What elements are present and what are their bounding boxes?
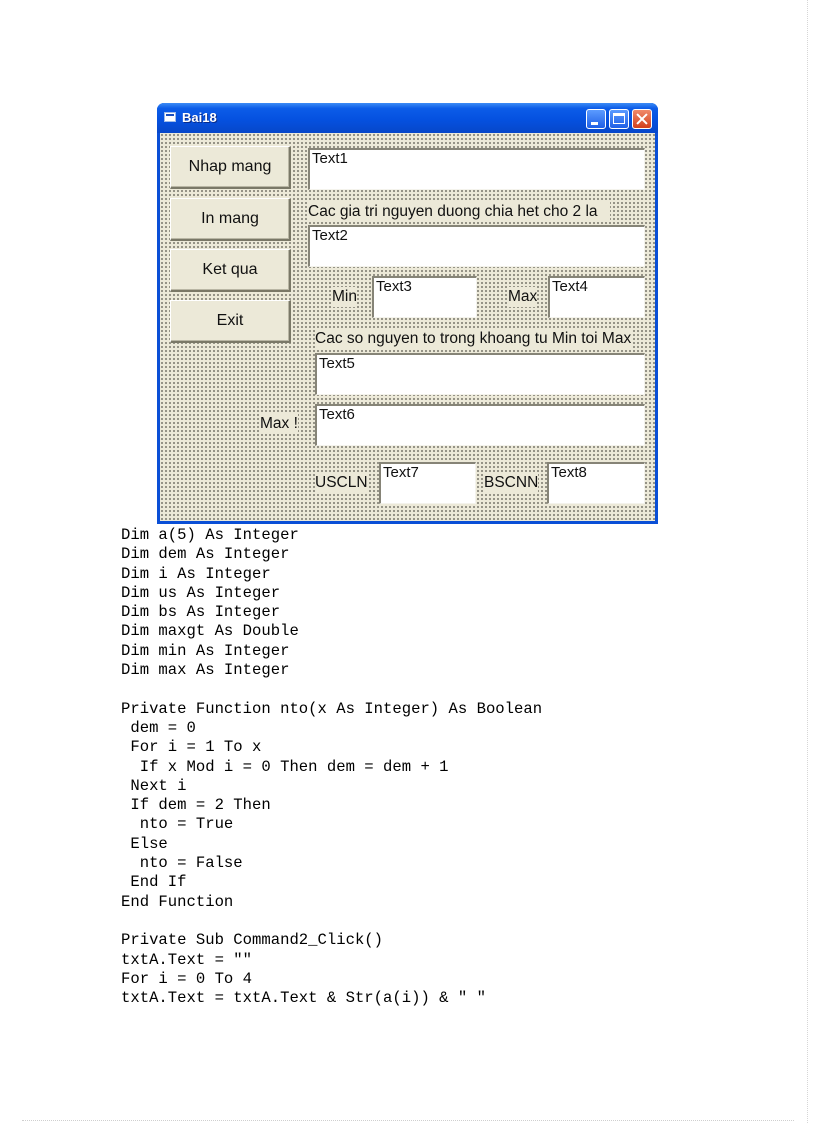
code-line: Dim dem As Integer (121, 545, 290, 564)
code-line: nto = False (121, 854, 243, 873)
code-line: Dim maxgt As Double (121, 622, 299, 641)
form-client-area: Nhap mang In mang Ket qua Exit Text1 Cac… (160, 133, 655, 521)
code-line: nto = True (121, 815, 234, 834)
form-window: Bai18 Nhap mang In mang Ket qua Exit Tex… (157, 103, 658, 524)
primes-label: Cac so nguyen to trong khoang tu Min toi… (315, 329, 632, 349)
code-line: dem = 0 (121, 718, 196, 737)
code-line: End If (121, 873, 187, 892)
code-line: End Function (121, 892, 234, 911)
text7-input[interactable]: Text7 (379, 462, 476, 504)
code-line: If dem = 2 Then (121, 796, 271, 815)
code-line: Next i (121, 776, 187, 795)
code-line: Dim i As Integer (121, 564, 271, 583)
uscln-label: USCLN (315, 473, 368, 493)
code-line: Else (121, 834, 168, 853)
maximize-button[interactable] (609, 109, 629, 129)
bscnn-label: BSCNN (484, 473, 539, 493)
code-line: Dim max As Integer (121, 661, 290, 680)
exit-button[interactable]: Exit (170, 300, 291, 343)
code-line: txtA.Text = txtA.Text & Str(a(i)) & " " (121, 989, 486, 1008)
max-label: Max (508, 287, 538, 307)
code-line: Dim min As Integer (121, 641, 290, 660)
text2-input[interactable]: Text2 (308, 225, 645, 267)
code-line: If x Mod i = 0 Then dem = dem + 1 (121, 757, 449, 776)
window-title: Bai18 (182, 110, 217, 125)
code-line: Private Function nto(x As Integer) As Bo… (121, 699, 543, 718)
text8-input[interactable]: Text8 (547, 462, 645, 504)
text6-input[interactable]: Text6 (315, 404, 645, 446)
title-bar[interactable]: Bai18 (157, 103, 658, 133)
code-line: Dim a(5) As Integer (121, 526, 299, 544)
code-line (121, 912, 542, 931)
close-button[interactable] (632, 109, 652, 129)
code-line (121, 680, 542, 699)
nhap-mang-button[interactable]: Nhap mang (170, 146, 291, 189)
text3-input[interactable]: Text3 (372, 276, 477, 318)
text5-input[interactable]: Text5 (315, 353, 645, 395)
app-icon (164, 112, 176, 122)
minimize-button[interactable] (586, 109, 606, 129)
code-line: For i = 0 To 4 (121, 969, 253, 988)
text1-input[interactable]: Text1 (308, 148, 645, 190)
even-values-label: Cac gia tri nguyen duong chia het cho 2 … (308, 202, 610, 222)
code-line: txtA.Text = "" (121, 950, 253, 969)
code-line: For i = 1 To x (121, 738, 262, 757)
ket-qua-button[interactable]: Ket qua (170, 249, 291, 292)
page-divider (22, 1120, 794, 1121)
text4-input[interactable]: Text4 (548, 276, 645, 318)
max-factorial-label: Max ! (260, 414, 298, 434)
min-label: Min (332, 287, 357, 307)
code-line: Dim us As Integer (121, 583, 281, 602)
code-line: Private Sub Command2_Click() (121, 931, 384, 950)
code-listing: Dim a(5) As Integer Dim dem As Integer D… (121, 526, 542, 1008)
in-mang-button[interactable]: In mang (170, 198, 291, 241)
code-line: Dim bs As Integer (121, 603, 281, 622)
page-edge-divider (807, 0, 808, 1123)
